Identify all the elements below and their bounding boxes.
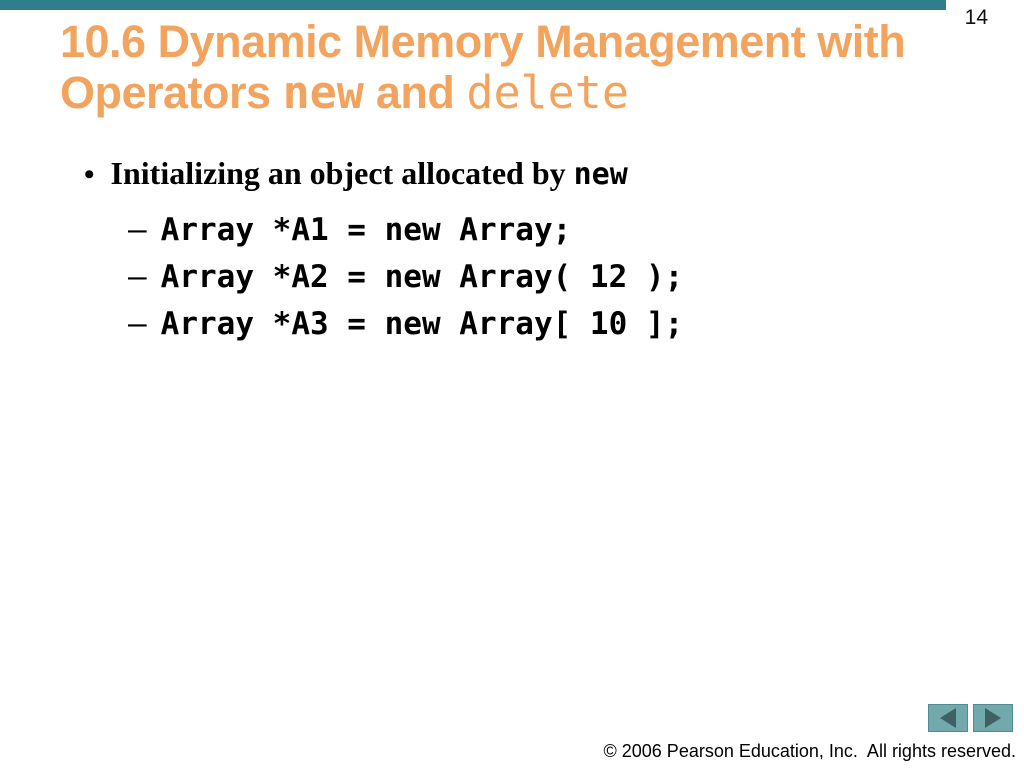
code-text: Array *A2 = new Array( 12 ); [160,259,684,295]
bullet-item: • Initializing an object allocated by new [84,155,964,192]
bullet-dot-icon: • [84,158,95,191]
title-line2-text: Operators [60,67,283,118]
dash-bullet-icon: – [128,259,147,295]
bullet-text: Initializing an object allocated by [110,155,574,191]
code-list-item: –Array *A1 = new Array; [128,212,571,248]
title-code-new: new [282,66,364,119]
code-list-item: –Array *A2 = new Array( 12 ); [128,259,683,295]
title-line2-mid: and [363,67,467,118]
title-line1: 10.6 Dynamic Memory Management with [60,16,906,67]
previous-slide-button[interactable] [928,704,968,732]
title-code-delete: delete [466,66,629,119]
next-slide-button[interactable] [973,704,1013,732]
code-text: Array *A3 = new Array[ 10 ]; [160,306,684,342]
top-teal-bar [0,0,946,10]
dash-bullet-icon: – [128,306,147,342]
bullet-code-new: new [573,157,628,192]
copyright-notice: © 2006 Pearson Education, Inc. All right… [603,741,1017,761]
code-list-item: –Array *A3 = new Array[ 10 ]; [128,306,683,342]
dash-bullet-icon: – [128,212,147,248]
slide-number: 14 [964,6,988,29]
left-arrow-icon [940,708,956,728]
slide-navigation [928,704,1013,732]
slide-title: 10.6 Dynamic Memory Management with Oper… [60,16,980,118]
right-arrow-icon [985,708,1001,728]
code-text: Array *A1 = new Array; [160,212,572,248]
